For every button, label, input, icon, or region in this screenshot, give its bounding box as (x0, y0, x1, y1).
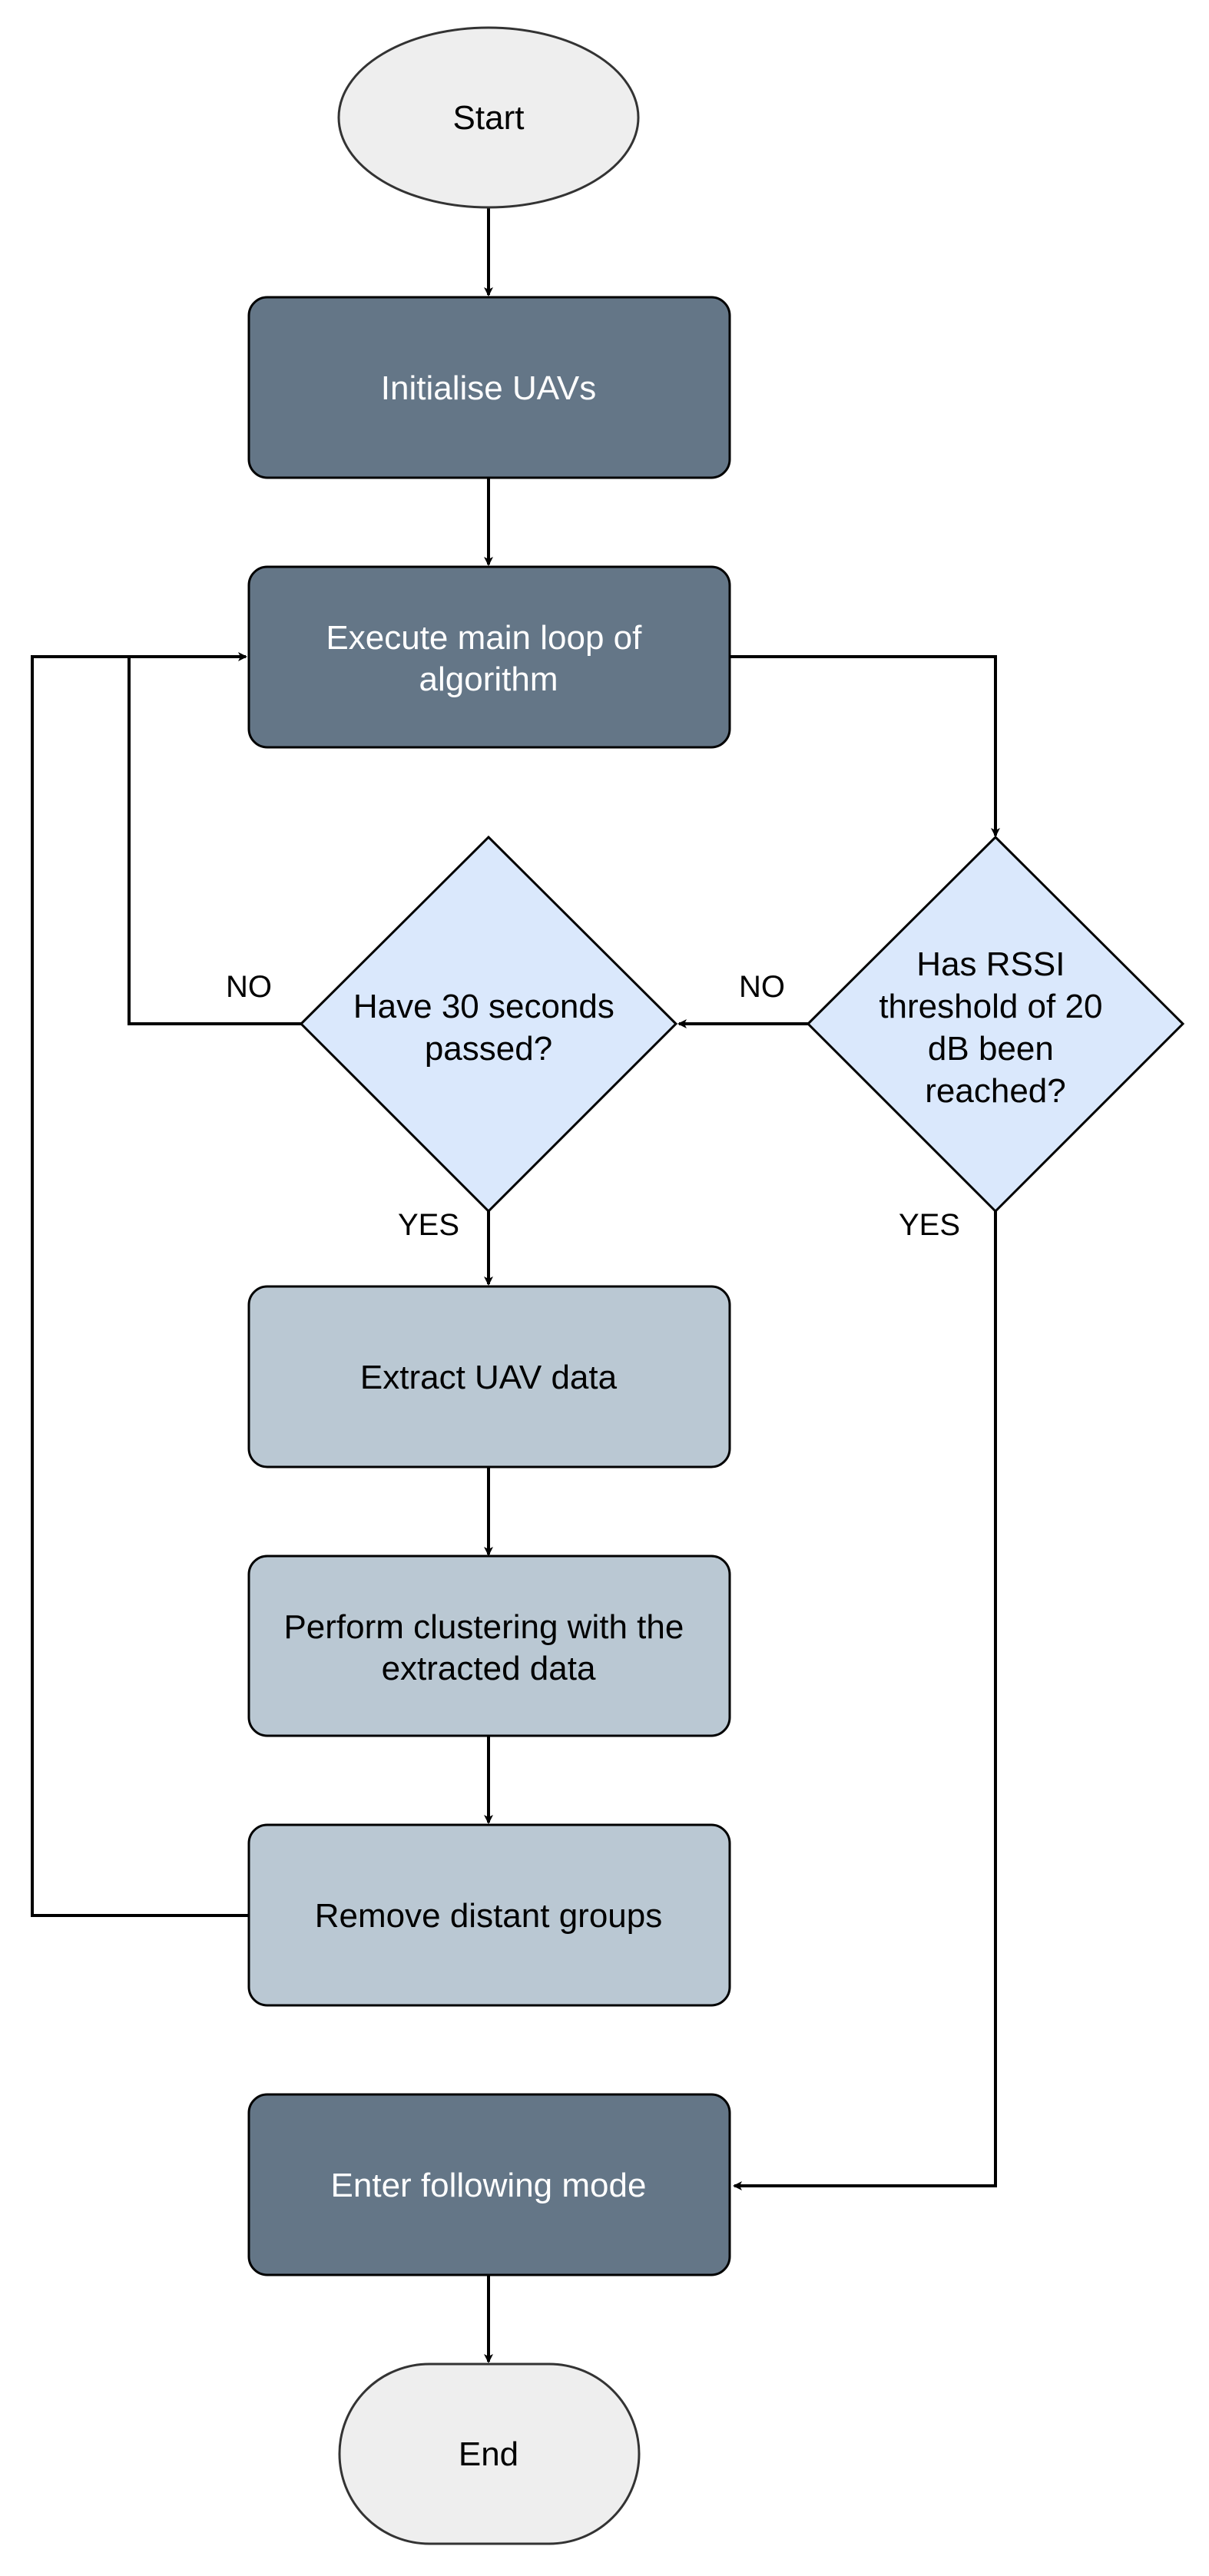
following-mode-label: Enter following mode (331, 2167, 647, 2204)
rssi-label-line-1: Has RSSI (916, 945, 1065, 983)
rssi-label-line-4: reached? (925, 1072, 1065, 1110)
rssi-yes-label: YES (899, 1208, 960, 1242)
edge-remove-to-main-loop (31, 655, 249, 1917)
main-loop-label: Execute main loop of algorithm (326, 619, 651, 698)
main-loop-label-line-1: Execute main loop of (326, 619, 642, 657)
rssi-label-line-3: dB been (928, 1030, 1054, 1068)
end-label: End (459, 2435, 518, 2473)
edge-rssi-yes-to-follow (733, 1211, 997, 2190)
following-mode-node: Enter following mode (247, 2093, 731, 2276)
main-loop-label-line-2: algorithm (419, 661, 558, 698)
timer-label-line-1: Have 30 seconds (353, 988, 614, 1025)
end-node: End (338, 2362, 641, 2545)
rssi-label-line-2: threshold of 20 (879, 988, 1102, 1025)
connectors (31, 207, 1000, 2363)
rssi-decision-node: Has RSSI threshold of 20 dB been reached… (806, 835, 1185, 1214)
edge-main-loop-to-rssi (730, 655, 1000, 837)
main-loop-node: Execute main loop of algorithm (247, 565, 731, 749)
initialise-uavs-node: Initialise UAVs (247, 296, 731, 479)
remove-groups-label: Remove distant groups (315, 1897, 662, 1935)
remove-groups-node: Remove distant groups (247, 1823, 731, 2007)
timer-label-line-2: passed? (425, 1030, 552, 1068)
extract-data-node: Extract UAV data (247, 1285, 731, 1468)
rssi-no-label: NO (739, 970, 785, 1004)
timer-yes-label: YES (398, 1208, 459, 1242)
rssi-decision-label: Has RSSI threshold of 20 dB been reached… (879, 945, 1111, 1110)
extract-data-label: Extract UAV data (360, 1359, 618, 1396)
initialise-uavs-label: Initialise UAVs (381, 369, 596, 407)
start-label: Start (453, 99, 525, 137)
edge-timer-no-to-main-loop (128, 652, 301, 1025)
timer-no-label: NO (226, 970, 272, 1004)
clustering-label-line-1: Perform clustering with the (283, 1608, 684, 1646)
clustering-node: Perform clustering with the extracted da… (247, 1555, 731, 1737)
clustering-label: Perform clustering with the extracted da… (283, 1608, 693, 1687)
clustering-label-line-2: extracted data (382, 1650, 596, 1687)
timer-decision-label: Have 30 seconds passed? (353, 988, 624, 1068)
timer-decision-node: Have 30 seconds passed? (299, 835, 678, 1214)
start-node: Start (337, 26, 640, 209)
